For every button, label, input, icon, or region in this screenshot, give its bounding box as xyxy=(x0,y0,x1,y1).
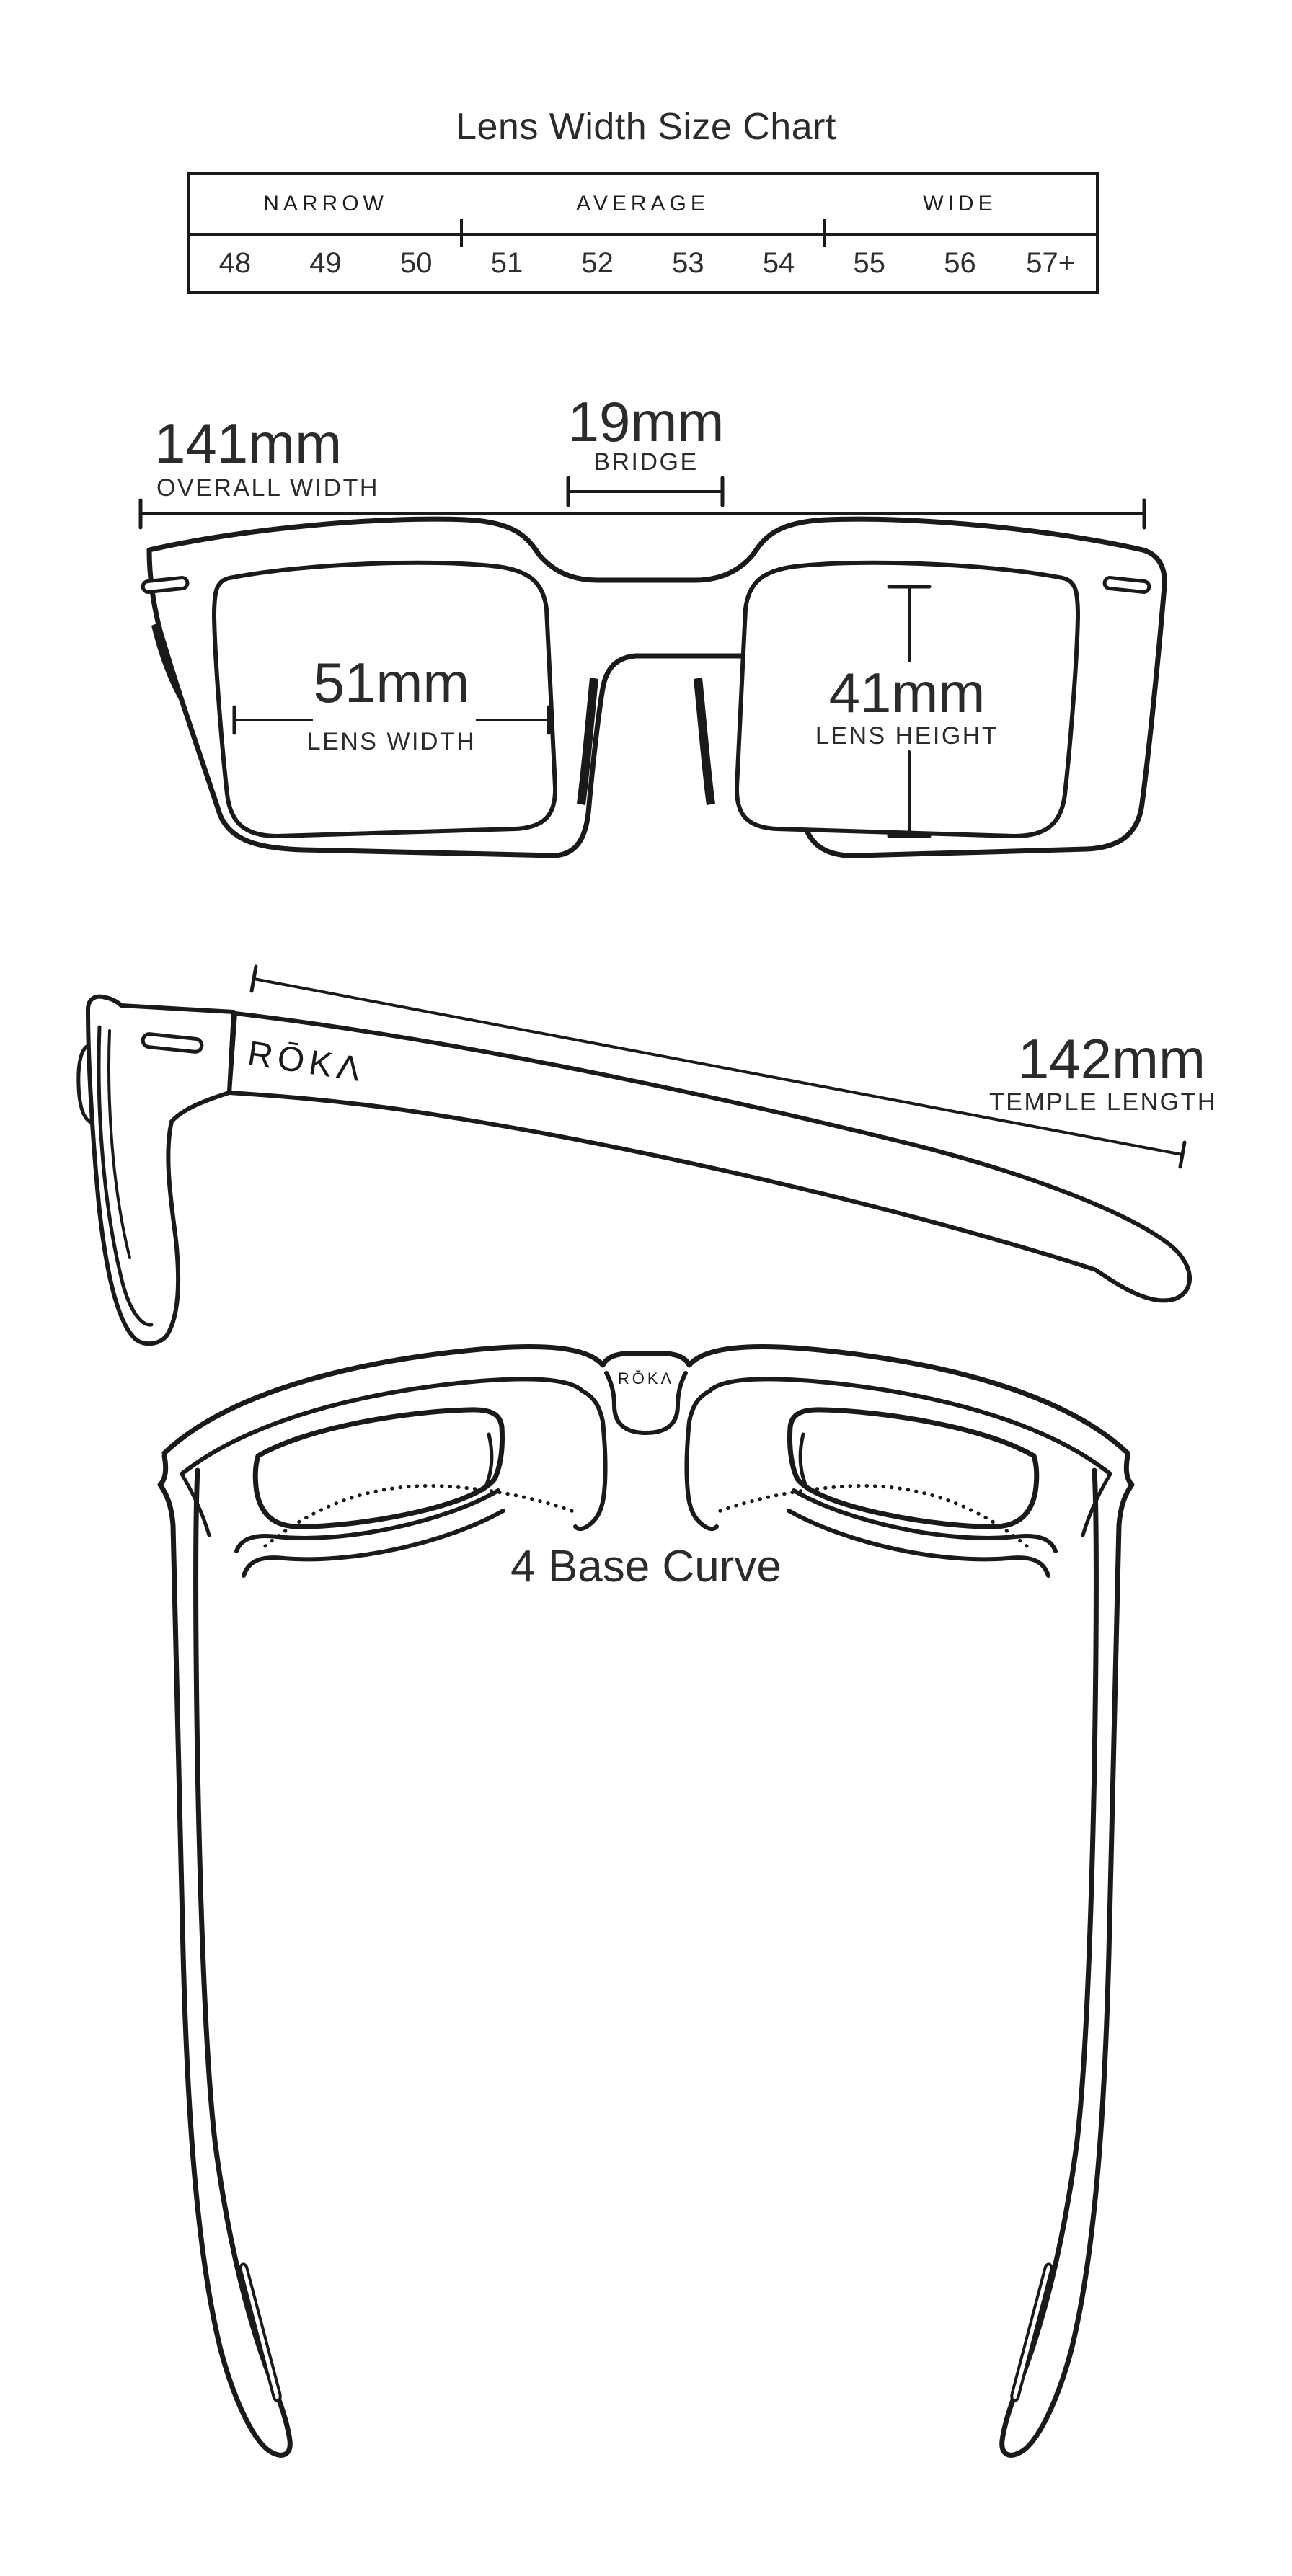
group-label-narrow: NARROW xyxy=(263,192,388,216)
temple-length-label: TEMPLE LENGTH xyxy=(989,1088,1217,1116)
group-boundary-tick xyxy=(460,219,464,247)
lens-height-value: 41mm xyxy=(828,661,986,724)
lens-width-label: LENS WIDTH xyxy=(306,728,477,755)
size-cell: 56 xyxy=(944,247,976,279)
size-cell: 52 xyxy=(581,247,614,279)
side-view-drawing xyxy=(76,964,1193,1346)
bridge-line xyxy=(566,476,725,507)
overall-width-line xyxy=(138,498,1146,530)
overall-width-value: 141mm xyxy=(154,412,342,475)
right-lens-top xyxy=(789,1410,1036,1527)
hinge-line xyxy=(227,1010,236,1095)
nose-wall-left xyxy=(573,1389,608,1532)
lens-width-line xyxy=(232,705,551,735)
page-title: Lens Width Size Chart xyxy=(456,106,836,148)
group-label-wide: WIDE xyxy=(923,192,997,216)
size-cell: 53 xyxy=(672,247,704,279)
lens-edge-side-inner xyxy=(107,1029,131,1259)
lens-inner-pinch-right xyxy=(798,1432,808,1488)
hinge-pin xyxy=(141,576,190,594)
brand-logo-top: RŌKΛ xyxy=(617,1369,675,1387)
nose-wall-right xyxy=(684,1389,719,1532)
lens-width-value: 51mm xyxy=(313,651,470,714)
base-curve-label: 4 Base Curve xyxy=(510,1542,782,1591)
overall-width-label: OVERALL WIDTH xyxy=(156,474,379,502)
nose-bridge-top xyxy=(604,1371,688,1435)
lens-edge-side xyxy=(97,1025,154,1327)
size-cell: 54 xyxy=(762,247,795,279)
size-table-sizes-row: 48 49 50 51 52 53 54 55 56 57+ xyxy=(190,236,1096,291)
top-view-drawing xyxy=(157,1344,1158,2472)
size-cell: 50 xyxy=(400,247,433,279)
inner-brow-right xyxy=(707,1377,1112,1476)
left-lens-top xyxy=(252,1407,505,1529)
lens-inner-pinch-left xyxy=(484,1432,494,1488)
left-lens xyxy=(212,560,558,838)
size-table: NARROW AVERAGE WIDE 48 49 50 51 52 53 54… xyxy=(187,172,1099,294)
group-label-average: AVERAGE xyxy=(576,192,709,216)
front-view-drawing xyxy=(138,476,1167,858)
size-cell: 49 xyxy=(309,247,342,279)
temple-arm xyxy=(227,1011,1193,1303)
hinge-slot xyxy=(141,1032,204,1054)
inner-brow-left xyxy=(180,1377,585,1476)
nose-bevel xyxy=(577,678,598,805)
front-profile xyxy=(86,994,236,1346)
lens-height-label: LENS HEIGHT xyxy=(815,722,999,750)
bridge-label: BRIDGE xyxy=(593,448,699,476)
size-cell: 57+ xyxy=(1026,247,1076,279)
temple-top-view xyxy=(157,1453,293,2458)
brow-outline xyxy=(162,1344,1130,1456)
size-table-header-row: NARROW AVERAGE WIDE xyxy=(190,175,1096,236)
size-cell: 55 xyxy=(853,247,886,279)
base-curve-dots xyxy=(263,1484,1029,1548)
lens-height-line xyxy=(887,585,932,838)
bridge-value: 19mm xyxy=(567,390,725,453)
size-cell: 51 xyxy=(490,247,523,279)
temple-measure-line xyxy=(249,964,1187,1169)
size-cell: 48 xyxy=(218,247,252,279)
temple-length-value: 142mm xyxy=(1017,1027,1205,1091)
group-boundary-tick xyxy=(822,219,826,247)
